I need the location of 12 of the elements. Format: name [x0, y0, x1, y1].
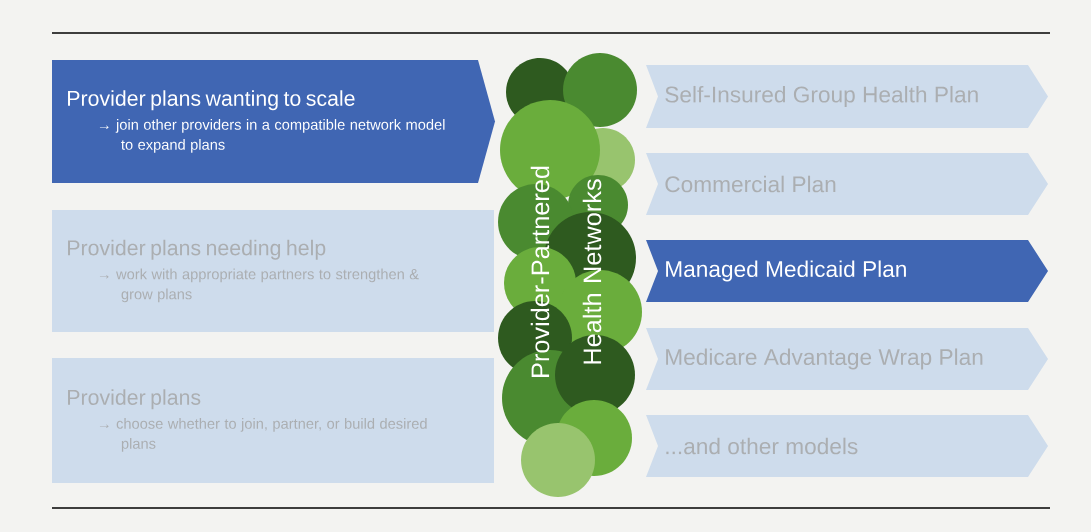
chevron-box: Medicare Advantage Wrap Plan — [646, 328, 1048, 390]
heading-text: Provider plans — [68, 389, 201, 410]
chevron-box: ...and other models — [646, 415, 1048, 477]
heading-text: Provider plans wanting to scale — [68, 90, 355, 111]
description-text: → choose whether to join, partner, or build desired plans — [99, 418, 427, 452]
chevron-box: Commercial Plan — [646, 153, 1048, 215]
heading-text: Provider plans needing help — [68, 239, 326, 260]
description-text: → join other providers in a compatible network model to expand plans — [99, 119, 445, 153]
description-text: → work with appropriate partners to strengthen & grow plans — [99, 268, 419, 303]
chevron-box: Managed Medicaid Plan — [646, 240, 1048, 302]
chevron-box: Self-Insured Group Health Plan — [646, 65, 1048, 128]
network-label: Provider-Partnered Health Networks — [530, 166, 602, 377]
